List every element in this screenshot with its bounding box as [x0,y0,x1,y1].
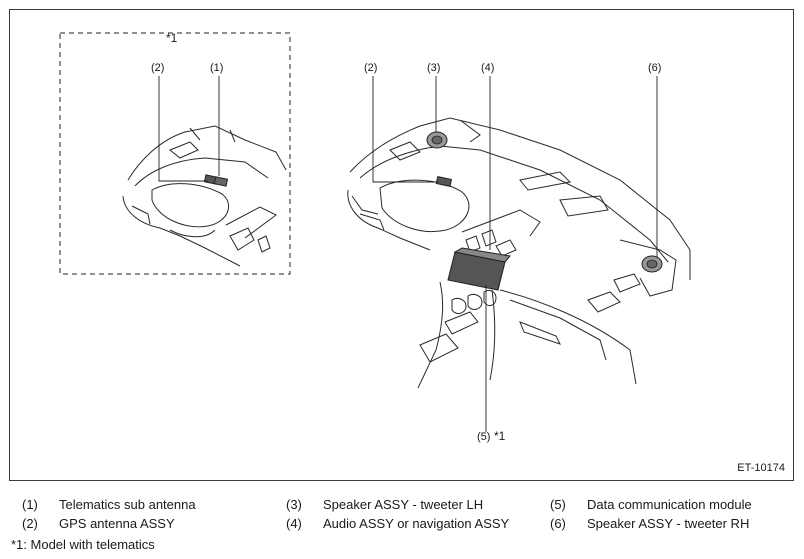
dashboard-illustration: *1 (2) (1) [59,31,691,443]
figure-code: ET-10174 [737,462,785,474]
legend-text: GPS antenna ASSY [59,516,175,531]
inset-marker: *1 [166,31,178,45]
inset-antenna-parts [203,174,229,187]
legend-num: (5) [550,497,566,512]
legend-num: (1) [22,497,38,512]
legend-text: Speaker ASSY - tweeter RH [587,516,750,531]
legend-num: (4) [286,516,302,531]
main-dashboard [347,117,691,389]
legend-num: (3) [286,497,302,512]
bottom-callout-5: (5) [477,431,490,443]
legend-text: Data communication module [587,497,752,512]
main-callout-2: (2) [364,62,377,74]
bottom-callout-marker: *1 [494,429,506,443]
gps-antenna-part [435,176,453,187]
inset-callout-2: (2) [151,62,164,74]
legend-num: (6) [550,516,566,531]
inset-dashboard [122,125,287,267]
main-leader-lines [372,76,658,432]
diagram-frame: ET-10174 [9,9,794,481]
legend-text: Audio ASSY or navigation ASSY [323,516,510,531]
tweeter-rh-part [641,255,663,273]
inset-callout-1: (1) [210,62,223,74]
legend-num: (2) [22,516,38,531]
main-callout-6: (6) [648,62,661,74]
inset-leader-lines [158,76,220,182]
legend-text: Telematics sub antenna [59,497,196,512]
audio-navigation-unit [447,247,511,291]
legend: (1) Telematics sub antenna (2) GPS anten… [0,493,804,559]
main-callout-3: (3) [427,62,440,74]
tweeter-lh-part [426,131,448,149]
inset-dashed-box [59,32,291,275]
legend-text: Speaker ASSY - tweeter LH [323,497,484,512]
footnote: *1: Model with telematics [11,537,155,552]
main-callout-4: (4) [481,62,494,74]
